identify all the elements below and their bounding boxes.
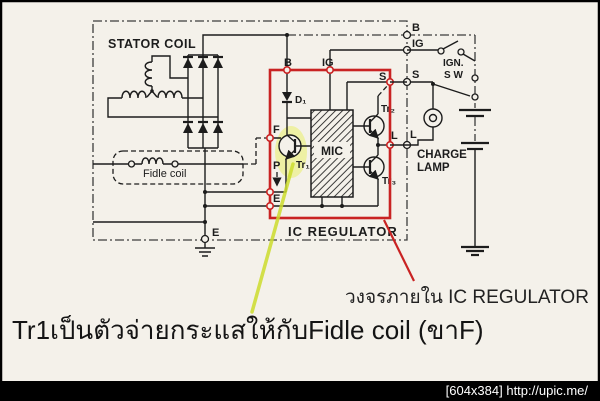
ground-wires: E	[93, 148, 270, 257]
watermark-bar	[2, 381, 598, 399]
internal-caption: วงจรภายใน IC REGULATOR	[345, 286, 589, 308]
charge-lamp-label-1: CHARGE	[417, 149, 467, 161]
l-box-label: L	[391, 130, 398, 142]
s-box-label: S	[379, 71, 386, 83]
ig-terminal-label: IG	[412, 38, 424, 50]
l-terminal-label: L	[410, 129, 417, 141]
alternator-terminals: B IG S L	[402, 22, 424, 150]
stator-coil-winding	[107, 55, 218, 118]
s-terminal-label: S	[412, 69, 419, 81]
ign-sw-label-1: IGN.	[443, 58, 464, 69]
regulator-red-box	[265, 66, 394, 220]
tr1-label: Tr₁	[296, 160, 310, 171]
ignition-switch: IGN. S W	[407, 40, 476, 81]
charge-lamp-label-2: LAMP	[417, 162, 450, 174]
yellow-pointer-line	[250, 162, 295, 314]
b-terminal-label: B	[412, 22, 420, 34]
mic-label: MIC	[321, 144, 343, 158]
e-terminal-label: E	[212, 227, 219, 239]
d1-label: D₁	[295, 95, 306, 106]
fidle-coil-group: Fidle coil	[93, 137, 267, 185]
charge-lamp-group: CHARGE LAMP	[390, 81, 471, 174]
watermark-text: [604x384] http://upic.me/	[446, 383, 589, 398]
alternator-boundary	[92, 20, 408, 241]
p-pin-label: P	[273, 160, 280, 172]
ign-sw-label-2: S W	[444, 70, 463, 81]
red-pointer-line	[383, 219, 415, 282]
rectifier-bridge	[183, 54, 223, 149]
stator-coil-label: STATOR COIL	[108, 37, 196, 51]
b-box-label: B	[284, 57, 292, 69]
fidle-coil-label: Fidle coil	[143, 168, 186, 180]
e-pin-label: E	[273, 193, 280, 205]
ic-regulator-label: IC REGULATOR	[288, 224, 398, 239]
regulator-internals: D₁ Tr₁ F P E MIC Tr₂ Tr₃ S	[270, 70, 398, 208]
battery	[459, 74, 491, 257]
tr1-note: Tr1เป็นตัวจ่ายกระแสให้กับFidle coil (ขาF…	[12, 314, 484, 345]
tr2-label: Tr₂	[381, 104, 395, 115]
ig-box-label: IG	[322, 57, 334, 69]
f-pin-label: F	[273, 124, 280, 136]
